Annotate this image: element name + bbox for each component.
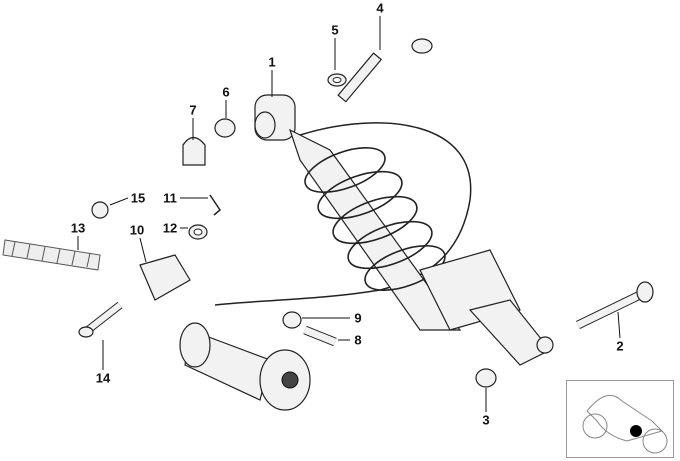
callout-8[interactable]: 8	[354, 332, 362, 348]
shock-absorber	[254, 94, 554, 366]
bolt-4	[337, 38, 433, 103]
callout-4[interactable]: 4	[376, 0, 384, 16]
callout-9[interactable]: 9	[354, 310, 362, 326]
callout-5[interactable]: 5	[331, 22, 339, 38]
callout-11[interactable]: 11	[163, 190, 177, 206]
spring-13	[2, 239, 101, 271]
callout-10[interactable]: 10	[129, 222, 145, 238]
callout-12[interactable]: 12	[162, 220, 178, 236]
callout-15[interactable]: 15	[130, 190, 146, 206]
cotter-pin-11	[209, 194, 221, 216]
callout-3[interactable]: 3	[482, 412, 490, 428]
callout-7[interactable]: 7	[189, 102, 197, 118]
callout-14[interactable]: 14	[95, 370, 111, 386]
reservoir-hose	[214, 122, 472, 306]
location-thumbnail[interactable]	[566, 380, 674, 458]
pin-15	[91, 201, 109, 219]
adjuster-reservoir	[179, 322, 311, 411]
motorcycle-icon	[582, 394, 668, 454]
cap-nut-7	[182, 136, 206, 166]
location-marker	[630, 425, 642, 437]
nut-3	[475, 368, 497, 388]
bracket-10	[139, 254, 191, 301]
callout-6[interactable]: 6	[222, 84, 230, 100]
washer-9	[282, 311, 302, 329]
nut-6	[214, 118, 236, 138]
callout-1[interactable]: 1	[268, 54, 276, 70]
callout-13[interactable]: 13	[70, 220, 86, 236]
pin-14	[78, 301, 123, 338]
callout-2[interactable]: 2	[616, 338, 624, 354]
leader-lines	[77, 16, 621, 412]
bolt-2	[576, 281, 654, 330]
